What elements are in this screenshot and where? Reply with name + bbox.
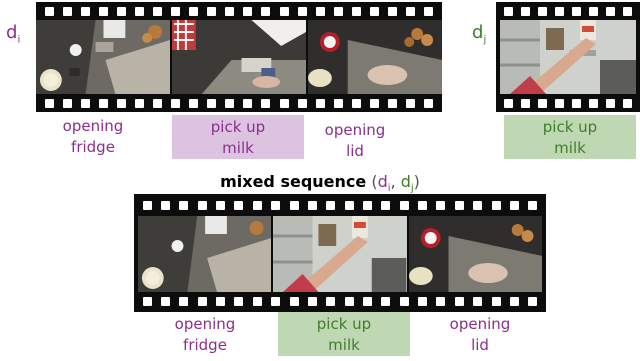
frame-pick-up-milk [172, 20, 306, 94]
mixed-sequence-title: mixed sequence (di, dj) [0, 172, 640, 199]
sequence-i-label: di [6, 22, 20, 46]
sequence-j-subscript: j [483, 34, 487, 46]
sequence-i-letter: d [6, 22, 18, 43]
film-strip-i [36, 2, 442, 112]
action-line1: opening [324, 121, 386, 139]
sprocket-row-bottom [496, 96, 640, 110]
action-line1: opening [62, 117, 124, 135]
film-strip-j [496, 2, 640, 112]
action-line2: milk [222, 139, 254, 157]
action-label-opening-fridge-mixed: opening fridge [150, 314, 260, 356]
sprocket-row-bottom [134, 294, 546, 308]
action-label-opening-fridge-i: opening fridge [38, 116, 148, 158]
sprocket-row-top [134, 198, 546, 212]
frame-opening-lid-mixed [408, 216, 542, 292]
action-line1: pick up [542, 118, 598, 136]
frame-opening-fridge [36, 20, 170, 94]
paren-close: ) [413, 172, 420, 191]
paren-open: ( [371, 172, 378, 191]
action-line1: pick up [210, 118, 266, 136]
action-line2: fridge [183, 336, 227, 354]
action-line2: milk [328, 336, 360, 354]
sprocket-row-bottom [36, 96, 442, 110]
action-line2: lid [471, 336, 489, 354]
action-label-pick-up-milk-i: pick up milk [172, 115, 304, 159]
frames-i [36, 20, 442, 94]
action-line2: fridge [71, 138, 115, 156]
action-line1: pick up [316, 315, 372, 333]
action-label-pick-up-milk-j: pick up milk [504, 115, 636, 159]
action-label-opening-lid-mixed: opening lid [432, 314, 528, 356]
frame-pick-up-milk-j [500, 20, 636, 94]
sprocket-row-top [496, 4, 640, 18]
frames-mixed [138, 216, 542, 292]
action-label-pick-up-milk-mixed: pick up milk [278, 312, 410, 356]
sprocket-row-top [36, 4, 442, 18]
action-line1: opening [449, 315, 511, 333]
action-label-opening-lid-i: opening lid [312, 120, 398, 162]
sequence-j-letter: d [472, 22, 484, 43]
frame-opening-lid [308, 20, 442, 94]
action-line2: milk [554, 139, 586, 157]
sequence-j-label: dj [472, 22, 486, 46]
frame-pick-up-milk-mixed [273, 216, 407, 292]
film-strip-mixed [134, 194, 546, 312]
mixed-di: di [377, 172, 391, 195]
frames-j [500, 20, 636, 94]
action-line2: lid [346, 142, 364, 160]
comma: , [390, 172, 401, 191]
frame-opening-fridge-mixed [138, 216, 272, 292]
mixed-dj: dj [400, 172, 414, 195]
sequence-i-subscript: i [17, 34, 21, 46]
action-line1: opening [174, 315, 236, 333]
mixed-title-text: mixed sequence [220, 172, 367, 191]
